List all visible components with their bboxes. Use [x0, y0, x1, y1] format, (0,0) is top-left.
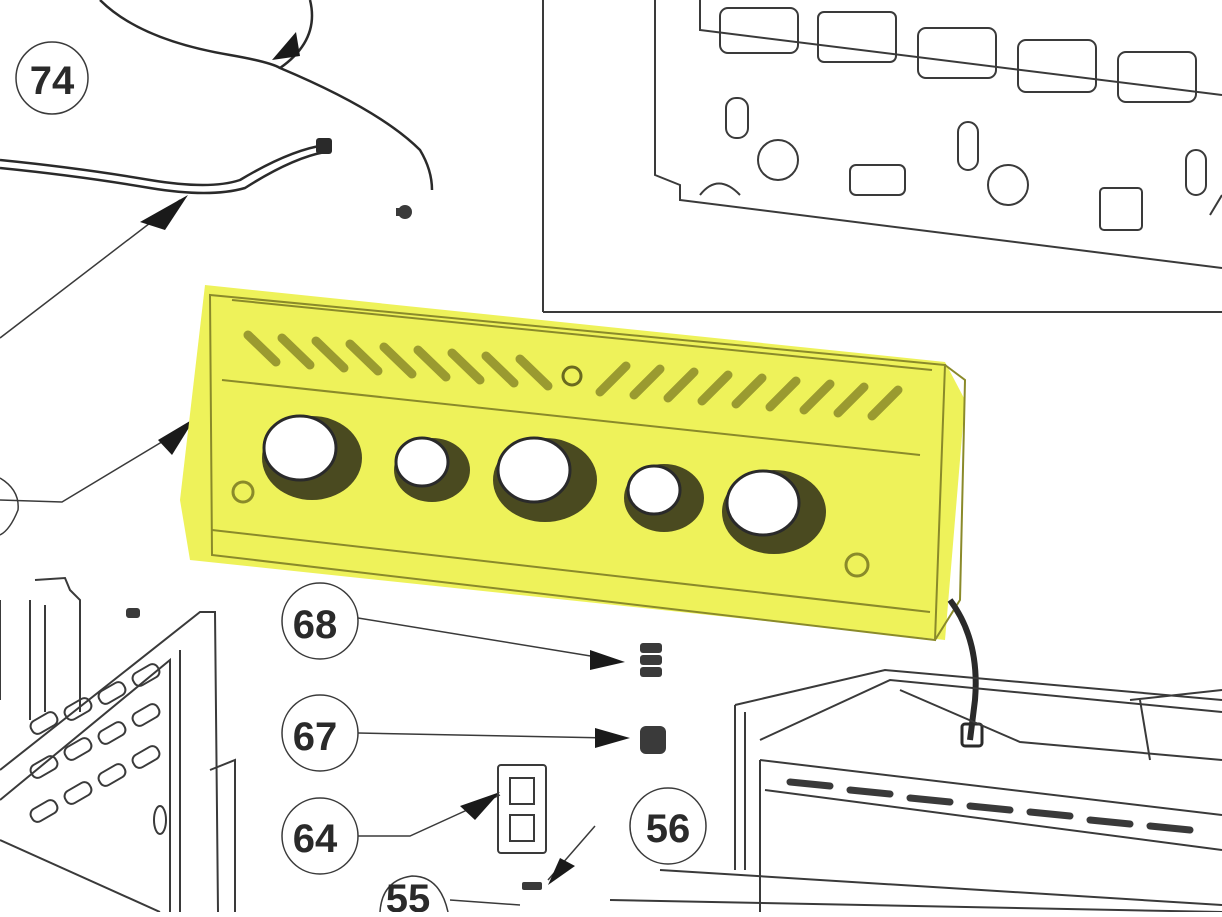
knob-3: [493, 436, 597, 522]
leader-line: [0, 427, 186, 503]
knob-1: [262, 414, 362, 500]
thermocouple-tube: [0, 143, 326, 195]
svg-text:56: 56: [646, 807, 691, 851]
wire-harness: [99, 0, 434, 191]
panel-wire: [947, 598, 979, 741]
tube-fitting: [316, 138, 332, 154]
screw-part: [396, 205, 412, 219]
arrow-head: [140, 195, 188, 230]
knob-2: [394, 436, 470, 502]
side-panel: [0, 576, 236, 913]
wire-connector: [960, 722, 984, 748]
callout-56: 56: [522, 787, 707, 890]
oven-back-panel: [542, 0, 1222, 313]
svg-text:68: 68: [293, 603, 338, 647]
mount-hole: [231, 480, 255, 504]
callout-55: 55: [379, 875, 521, 917]
callout-64: 64: [281, 764, 547, 875]
svg-text:67: 67: [293, 715, 338, 759]
arrow-head: [272, 32, 300, 60]
callout-68: 68: [281, 582, 662, 677]
callout-74: 74: [15, 41, 89, 115]
burner-grate-slots: [786, 778, 1194, 834]
svg-text:64: 64: [293, 817, 338, 861]
knob-5: [722, 469, 826, 554]
cooktop-assembly: [609, 668, 1222, 913]
svg-text:55: 55: [386, 877, 431, 912]
arrow-head: [158, 418, 195, 455]
callout-67: 67: [281, 694, 666, 772]
svg-text:74: 74: [30, 59, 75, 103]
screw-part: [126, 608, 140, 618]
mount-hole: [844, 552, 870, 578]
callout-circle-partial: [0, 477, 19, 536]
logo-emblem: [561, 365, 583, 387]
control-panel: [180, 285, 967, 642]
knob-4: [624, 464, 704, 532]
